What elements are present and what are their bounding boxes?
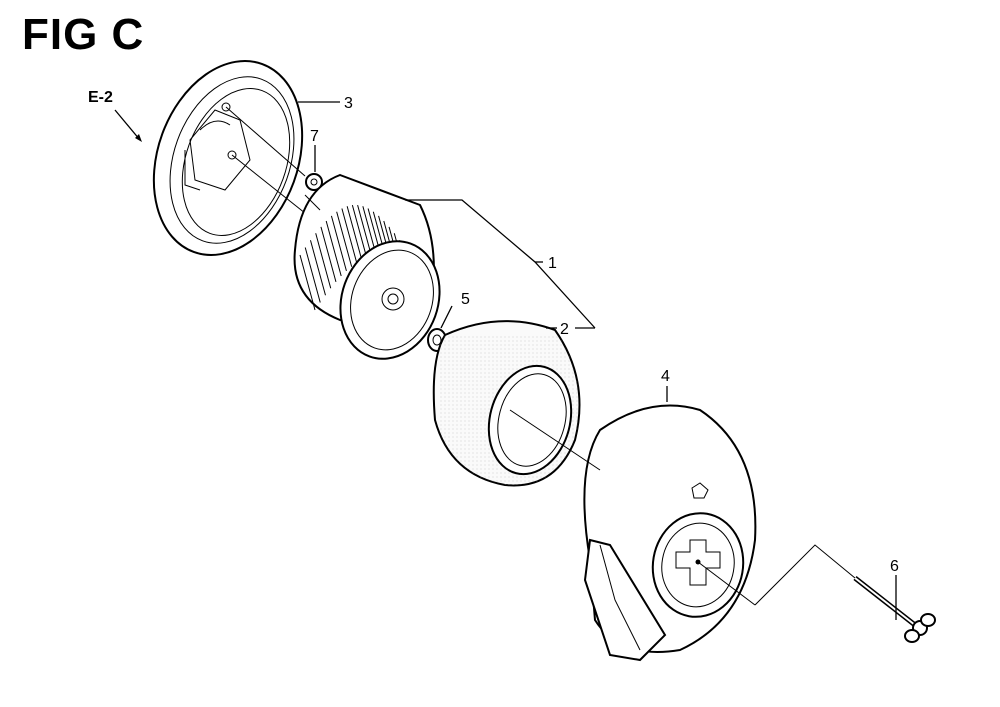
callout-6: 6 xyxy=(890,558,899,620)
filter-pleat xyxy=(309,240,326,296)
callout-5: 5 xyxy=(440,291,470,329)
part-2-foam-precleaner xyxy=(432,320,581,487)
filter-pleat xyxy=(330,215,347,272)
part-4-cleaner-cover xyxy=(583,404,757,662)
filter-pleat xyxy=(299,254,316,311)
guide-line-bolt-a xyxy=(697,561,756,606)
reference-arrowhead xyxy=(135,134,142,142)
part-3-air-cleaner-base xyxy=(152,60,304,256)
svg-text:5: 5 xyxy=(461,291,470,308)
callout-7: 7 xyxy=(310,128,319,172)
svg-text:2: 2 xyxy=(560,321,569,338)
filter-pleat xyxy=(341,208,358,264)
svg-text:6: 6 xyxy=(890,558,899,575)
guide-line-bolt-b xyxy=(754,544,856,606)
filter-pleat xyxy=(304,247,321,303)
part-7-nut xyxy=(305,173,323,191)
filter-pleat xyxy=(351,205,368,261)
svg-text:1: 1 xyxy=(548,255,557,272)
svg-text:7: 7 xyxy=(310,128,319,145)
svg-text:4: 4 xyxy=(661,368,670,385)
filter-pleat xyxy=(325,220,342,277)
figure-title: FIG C xyxy=(22,10,145,59)
stud-guide-line xyxy=(225,106,306,177)
reference-label: E-2 xyxy=(88,89,113,106)
callout-2: 2 xyxy=(546,321,595,338)
guide-line-7 xyxy=(304,194,321,211)
callout-3: 3 xyxy=(298,95,353,112)
reference-leader xyxy=(114,109,141,141)
filter-pleat xyxy=(320,226,337,282)
part-1-filter-element xyxy=(293,173,441,360)
callout-4: 4 xyxy=(661,368,670,402)
part-6-wing-bolt xyxy=(853,576,936,643)
svg-text:3: 3 xyxy=(344,95,353,112)
filter-pleat xyxy=(336,211,353,267)
filter-pleat xyxy=(315,233,332,289)
filter-pleat xyxy=(346,206,363,262)
callout-1: 1 xyxy=(405,199,596,329)
guide-line-cover xyxy=(509,409,601,471)
